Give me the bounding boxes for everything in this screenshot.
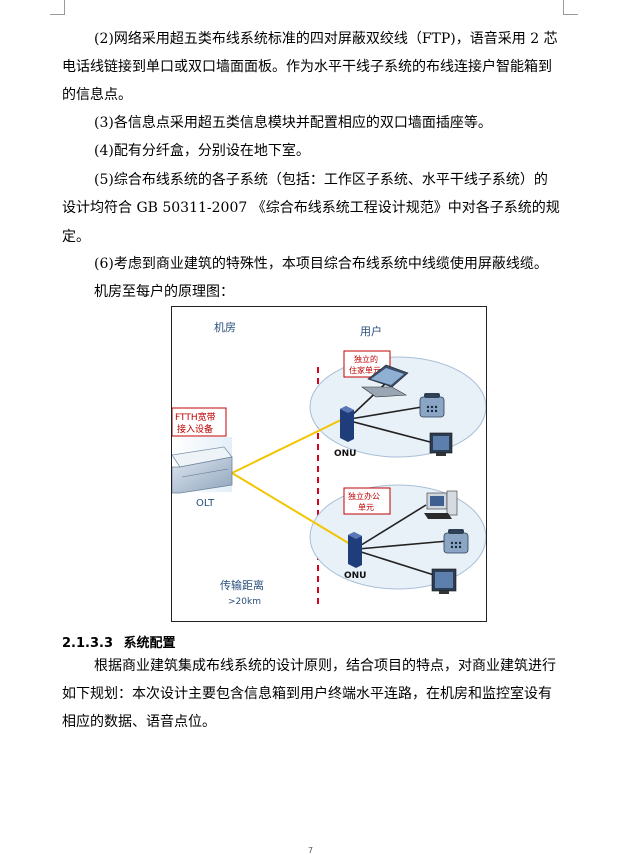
onu-label-home: ONU [334, 449, 357, 459]
cable-office-monitor [357, 550, 435, 576]
section-number: 2.1.3.3 [62, 636, 113, 651]
page-number: 7 [308, 846, 314, 855]
onu-box-icon [340, 406, 354, 442]
paragraph-7-line-3: 相应的数据、语音点位。 [62, 714, 216, 730]
monitor-icon [429, 432, 453, 456]
ftth-label-line-2: 接入设备 [177, 423, 213, 435]
cable-office-phone [357, 540, 449, 550]
onu-label-office: ONU [344, 571, 367, 581]
phone-icon [419, 393, 445, 418]
paragraph-2-line-1: (2)网络采用超五类布线系统标准的四对屏蔽双绞线（FTP)，语音采用 2 芯 [94, 31, 558, 47]
paragraph-2-line-2: 电话线链接到单口或双口墙面面板。作为水平干线子系统的布线连接户智能箱到 [62, 59, 552, 75]
office-unit-label-line-1: 独立办公 [348, 491, 380, 501]
olt-label: OLT [196, 498, 215, 509]
distance-value: >20km [228, 597, 261, 607]
paragraph-6: (6)考虑到商业建筑的特殊性，本项目综合布线系统中线缆使用屏蔽线缆。 [94, 256, 548, 272]
laptop-icon [361, 364, 409, 398]
desktop-computer-icon [424, 490, 458, 519]
paragraph-7-line-2: 如下规划：本次设计主要包含信息箱到用户终端水平连路，在机房和监控室设有 [62, 686, 552, 702]
office-unit-label-line-2: 单元 [358, 502, 374, 512]
ftth-label-box [172, 407, 227, 437]
section-heading: 2.1.3.3 系统配置 [62, 635, 572, 653]
diagram-canvas: 机房 用户 OLT FTTH宽带 接入设备 独立的 住家单元 [172, 307, 486, 621]
distance-label: 传输距离 [220, 578, 264, 592]
paragraph-5-line-3: 定。 [62, 229, 90, 245]
home-unit-label-box [343, 350, 391, 378]
machine-room-label: 机房 [214, 320, 236, 334]
fiber-line-home [231, 416, 348, 474]
cable-home-monitor [349, 420, 435, 444]
paragraph-5-line-2: 设计均符合 GB 50311-2007 《综合布线系统工程设计规范》中对各子系统… [62, 200, 560, 216]
paragraph-7-line-1: 根据商业建筑集成布线系统的设计原则，结合项目的特点，对商业建筑进行 [94, 658, 556, 674]
ftth-topology-diagram: 机房 用户 OLT FTTH宽带 接入设备 独立的 住家单元 [171, 306, 487, 622]
fiber-line-office [231, 472, 356, 548]
cable-office-computer [357, 504, 427, 548]
monitor-icon [431, 568, 457, 594]
section-title: 系统配置 [123, 636, 176, 651]
cable-home-phone [349, 406, 423, 420]
onu-box-icon [348, 532, 362, 568]
paragraph-2-line-3: 的信息点。 [62, 87, 132, 103]
home-unit-label-line-1: 独立的 [354, 354, 378, 364]
paragraph-3: (3)各信息点采用超五类信息模块并配置相应的双口墙面插座等。 [94, 115, 492, 131]
olt-rack-icon [172, 446, 233, 494]
office-unit-label-box [343, 487, 391, 515]
paragraph-5-line-1: (5)综合布线系统的各子系统（包括：工作区子系统、水平干线子系统）的 [94, 172, 548, 188]
home-unit-label-line-2: 住家单元 [349, 365, 381, 375]
user-label: 用户 [360, 324, 382, 338]
top-left-margin-mark [50, 0, 65, 15]
phone-icon [443, 529, 469, 554]
ftth-label-line-1: FTTH宽带 [175, 411, 216, 423]
top-right-margin-mark [563, 0, 578, 15]
paragraph-4: (4)配有分纤盒，分别设在地下室。 [94, 143, 310, 159]
figure-intro: 机房至每户的原理图： [94, 284, 234, 300]
home-unit-cloud [309, 356, 486, 458]
